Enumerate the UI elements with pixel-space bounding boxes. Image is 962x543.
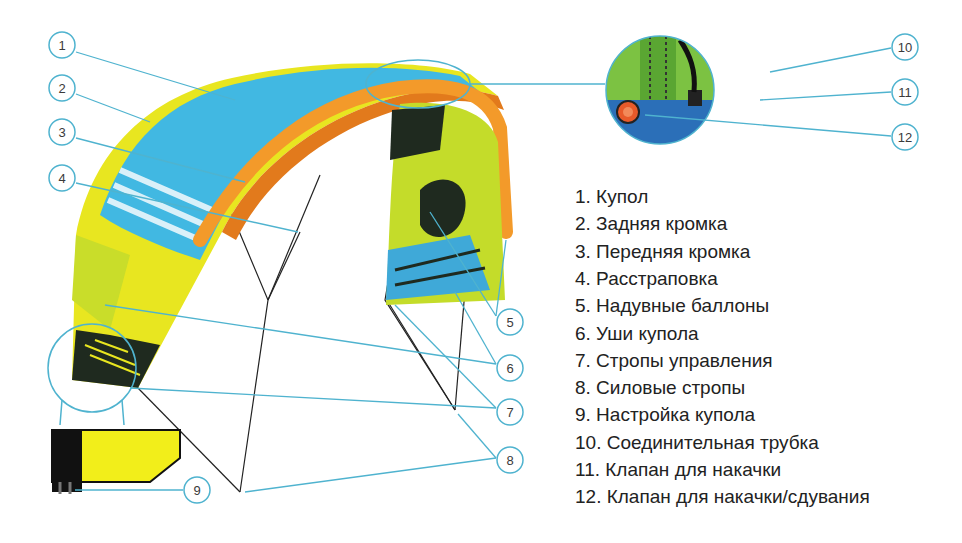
legend-line: 5. Надувные баллоны bbox=[575, 295, 769, 317]
legend-line: 10. Соединительная трубка bbox=[575, 432, 819, 454]
callout-number: 9 bbox=[183, 476, 211, 504]
callout-circle: 8 bbox=[496, 446, 524, 474]
legend-line: 2. Задняя кромка bbox=[575, 213, 727, 235]
callout-circle: 6 bbox=[496, 354, 524, 382]
callout-circle: 5 bbox=[496, 308, 524, 336]
legend-line: 4. Расстраповка bbox=[575, 268, 718, 290]
callout-number: 6 bbox=[496, 354, 524, 382]
valve-zoom bbox=[600, 30, 720, 150]
callout-circle: 4 bbox=[48, 164, 76, 192]
zoom-markers bbox=[48, 60, 605, 425]
callout-circle: 11 bbox=[891, 78, 919, 106]
callout-number: 7 bbox=[496, 398, 524, 426]
callout-circle: 2 bbox=[48, 74, 76, 102]
legend-line: 12. Клапан для накачки/сдувания bbox=[575, 486, 870, 508]
legend-line: 9. Настройка купола bbox=[575, 404, 755, 426]
legend-line: 6. Уши купола bbox=[575, 323, 699, 345]
callout-circle: 1 bbox=[48, 31, 76, 59]
callout-number: 5 bbox=[496, 308, 524, 336]
trim-inset bbox=[52, 430, 180, 494]
legend-line: 7. Стропы управления bbox=[575, 350, 773, 372]
legend-line: 1. Купол bbox=[575, 186, 648, 208]
callout-number: 3 bbox=[48, 118, 76, 146]
leader-lines bbox=[75, 48, 891, 492]
legend-line: 8. Силовые стропы bbox=[575, 377, 745, 399]
callout-circle: 9 bbox=[183, 476, 211, 504]
callout-circle: 7 bbox=[496, 398, 524, 426]
legend-line: 3. Передняя кромка bbox=[575, 241, 750, 263]
legend-line: 11. Клапан для накачки bbox=[575, 459, 781, 481]
callout-number: 8 bbox=[496, 446, 524, 474]
callout-number: 10 bbox=[891, 33, 919, 61]
callout-number: 4 bbox=[48, 164, 76, 192]
callout-circle: 12 bbox=[891, 123, 919, 151]
callout-number: 1 bbox=[48, 31, 76, 59]
callout-number: 2 bbox=[48, 74, 76, 102]
kite-canopy bbox=[72, 63, 506, 388]
callout-circle: 3 bbox=[48, 118, 76, 146]
callout-number: 12 bbox=[891, 123, 919, 151]
callout-circle: 10 bbox=[891, 33, 919, 61]
callout-number: 11 bbox=[891, 78, 919, 106]
